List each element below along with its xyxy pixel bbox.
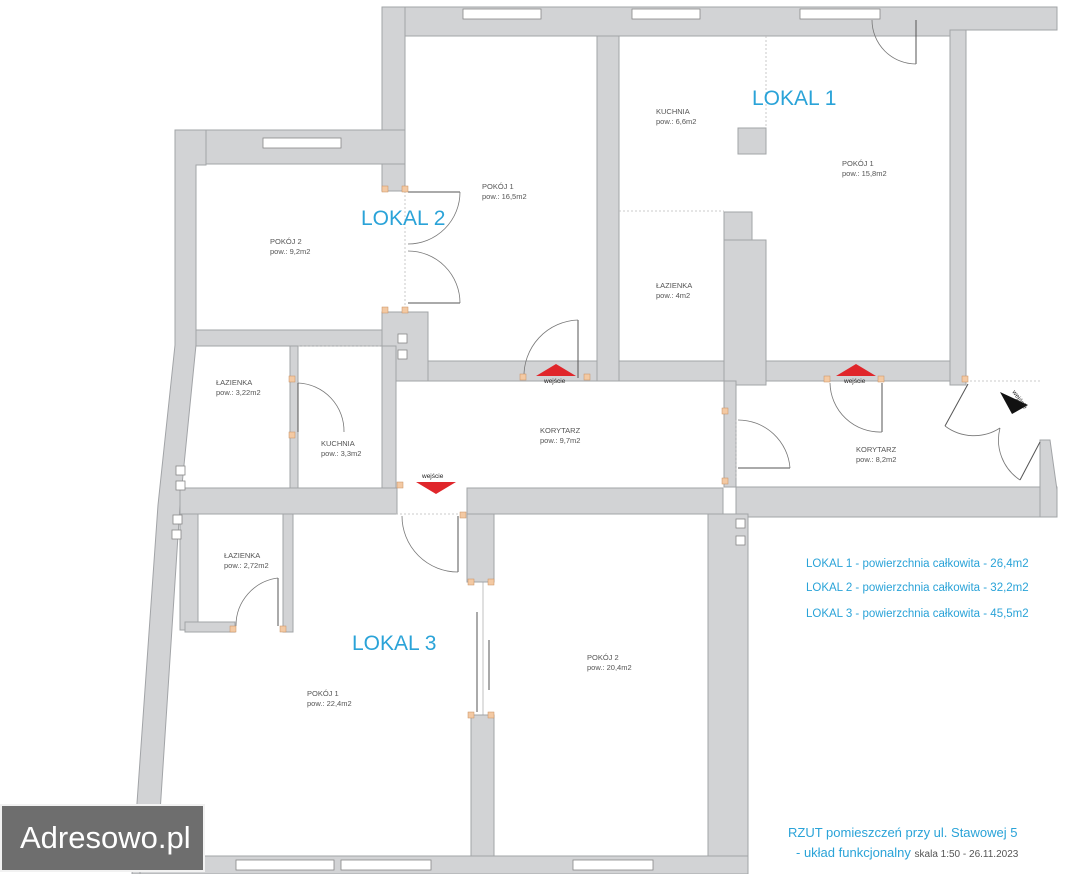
walls [131, 6, 1058, 874]
watermark-text: Adresowo.pl [20, 820, 191, 855]
room-area: pow.: 6,6m2 [656, 117, 696, 126]
vent-shafts [171, 333, 746, 546]
room-area: pow.: 9,7m2 [540, 436, 580, 445]
plan-title: RZUT pomieszczeń przy ul. Stawowej 5 [788, 825, 1018, 840]
room-area: pow.: 16,5m2 [482, 192, 527, 201]
room-area: pow.: 22,4m2 [307, 699, 352, 708]
plan-scale: skala 1:50 - 26.11.2023 [914, 849, 1019, 860]
unit-label-lokal2: LOKAL 2 [361, 207, 445, 230]
unit-label-lokal3: LOKAL 3 [352, 632, 436, 655]
plan-subtitle-text: - układ funkcjonalny [796, 845, 911, 860]
unit-label-lokal1: LOKAL 1 [752, 87, 836, 110]
room-area: pow.: 20,4m2 [587, 663, 632, 672]
room-name: ŁAZIENKA [224, 551, 260, 560]
area-summary-lokal1: LOKAL 1 - powierzchnia całkowita - 26,4m… [806, 558, 1029, 570]
room-area: pow.: 15,8m2 [842, 169, 887, 178]
entrance-arrow-icon [836, 364, 876, 376]
entrance-arrow-icon [1000, 392, 1028, 414]
room-name: KUCHNIA [656, 107, 690, 116]
door-jambs [229, 185, 969, 719]
room-area: pow.: 2,72m2 [224, 561, 269, 570]
windows [235, 8, 881, 871]
room-area: pow.: 8,2m2 [856, 455, 896, 464]
room-name: POKÓJ 1 [482, 182, 514, 191]
room-name: KUCHNIA [321, 439, 355, 448]
room-name: POKÓJ 2 [587, 653, 619, 662]
room-name: ŁAZIENKA [656, 281, 692, 290]
entrance-label: wejście [543, 378, 566, 385]
plan-subtitle: - układ funkcjonalny skala 1:50 - 26.11.… [796, 845, 1018, 860]
entrance-arrow-icon [536, 364, 576, 376]
room-area: pow.: 9,2m2 [270, 247, 310, 256]
room-area: pow.: 3,22m2 [216, 388, 261, 397]
opening-lines [298, 36, 1040, 515]
area-summary-lokal3: LOKAL 3 - powierzchnia całkowita - 45,5m… [806, 608, 1029, 620]
entrance-marker-lokal3: wejście [416, 473, 456, 494]
room-labels: KUCHNIA pow.: 6,6m2 POKÓJ 1 pow.: 15,8m2… [216, 107, 897, 708]
entrance-arrow-icon [416, 482, 456, 494]
room-name: KORYTARZ [540, 426, 581, 435]
entrance-label: wejście [421, 473, 444, 480]
entrance-marker-lokal2: wejście [536, 364, 576, 385]
area-summary-lokal2: LOKAL 2 - powierzchnia całkowita - 32,2m… [806, 582, 1029, 594]
entrance-marker-main: wejście [1000, 388, 1029, 414]
room-name: ŁAZIENKA [216, 378, 252, 387]
entrance-marker-lokal1: wejście [836, 364, 876, 385]
room-name: POKÓJ 2 [270, 237, 302, 246]
entrance-label: wejście [843, 378, 866, 385]
room-name: POKÓJ 1 [842, 159, 874, 168]
room-area: pow.: 3,3m2 [321, 449, 361, 458]
watermark: Adresowo.pl [0, 804, 205, 872]
room-name: POKÓJ 1 [307, 689, 339, 698]
room-area: pow.: 4m2 [656, 291, 690, 300]
room-name: KORYTARZ [856, 445, 897, 454]
doors [235, 19, 1041, 715]
